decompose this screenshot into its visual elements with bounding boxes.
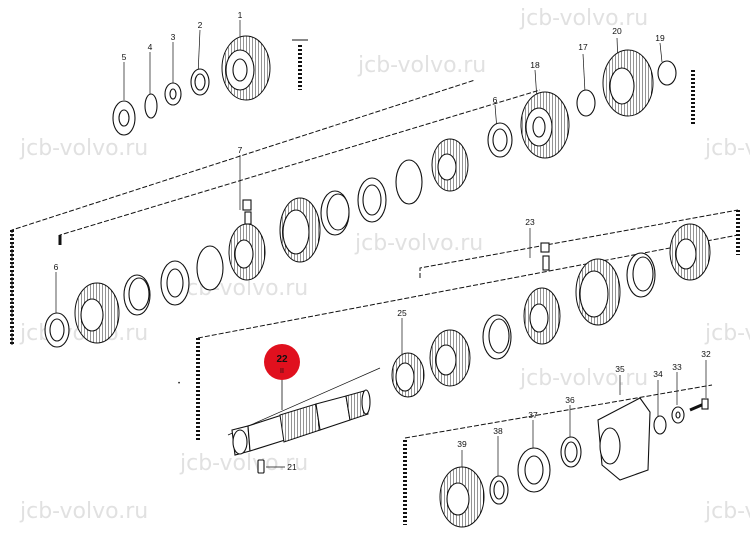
part-flange-35 (597, 397, 651, 481)
part-washer-33 (671, 406, 685, 424)
watermark-text: jcb-volvo.ru (19, 499, 148, 524)
part-washer-6a (44, 312, 70, 348)
callout-38: 38 (493, 426, 503, 436)
part-bearing-5 (112, 100, 136, 136)
dot-mark: • (178, 381, 180, 387)
callout-32: 32 (701, 349, 711, 359)
part-pin-21 (257, 459, 265, 474)
watermark-text: jcb-volvo.ru (519, 366, 648, 391)
part-gear-1 (221, 35, 271, 101)
part-sleeve-row7 (279, 197, 321, 263)
part-washer-6b (487, 122, 513, 158)
callout-7: 7 (238, 145, 243, 155)
part-washer-3 (164, 82, 182, 106)
part-hub-row23 (523, 242, 561, 345)
highlight-sub: II (280, 368, 284, 375)
part-mainshaft-22 (231, 389, 371, 456)
part-sync-ring-row7-6 (395, 159, 423, 205)
highlight-badge (264, 344, 300, 380)
callout-25: 25 (397, 308, 407, 318)
part-seal-36 (560, 436, 582, 468)
callout-1: 1 (238, 10, 243, 20)
part-circlip-4 (144, 93, 158, 119)
watermark-layer: jcb-volvo.ru jcb-volvo.ru jcb-volvo.ru j… (19, 6, 750, 524)
callout-36: 36 (565, 395, 575, 405)
group-bracket-23 (196, 209, 740, 440)
watermark-text: jcb-volvo.ru (179, 451, 308, 476)
callout-3: 3 (171, 32, 176, 42)
highlight-callout-22[interactable]: 22 II (264, 344, 300, 410)
watermark-text: jcb-volvo.ru (357, 53, 486, 78)
callout-5: 5 (122, 52, 127, 62)
part-gear-row23-2 (669, 223, 711, 281)
callout-labels: 1 2 3 4 5 6 7 17 18 19 20 6 23 25 21 32 … (54, 10, 711, 472)
callout-21: 21 (287, 462, 297, 472)
highlight-label: 22 (276, 354, 288, 365)
callout-6b: 6 (54, 262, 59, 272)
watermark-text: jcb-volvo.ru (354, 231, 483, 256)
callout-37: 37 (528, 410, 538, 420)
part-gear-18 (520, 91, 570, 159)
callout-6: 6 (493, 95, 498, 105)
callout-33: 33 (672, 362, 682, 372)
part-sync-ring-row7-1 (123, 274, 151, 316)
part-bearing-37 (517, 447, 551, 493)
watermark-text: jcb-volvo.ru (519, 6, 648, 31)
callout-23: 23 (525, 217, 535, 227)
part-sync-ring-row7-5 (357, 177, 387, 223)
part-ring-2 (190, 68, 210, 96)
part-gear-row7-1 (74, 282, 120, 344)
watermark-text: jcb-volvo.ru (704, 136, 750, 161)
group-bracket-bottom (403, 384, 713, 525)
group-bracket-7 (10, 79, 541, 345)
callout-20: 20 (612, 26, 622, 36)
watermark-text: jcb-volvo.ru (19, 136, 148, 161)
part-circlip-19 (657, 60, 677, 86)
callout-39: 39 (457, 439, 467, 449)
part-gear-25 (391, 352, 425, 398)
part-sync-ring-row23-1 (482, 314, 512, 360)
part-washer-38 (489, 475, 509, 505)
callout-35: 35 (615, 364, 625, 374)
callout-18: 18 (530, 60, 540, 70)
part-gear-39 (439, 466, 485, 528)
part-gear-row7-2 (431, 138, 469, 192)
watermark-text: jcb-volvo.ru (704, 499, 750, 524)
callout-17: 17 (578, 42, 588, 52)
part-hub-row7 (228, 199, 266, 281)
part-bolt-32 (689, 398, 709, 412)
part-sync-ring-row7-4 (320, 190, 350, 236)
part-gear-row23-1 (429, 329, 471, 387)
callout-19: 19 (655, 33, 665, 43)
callout-2: 2 (198, 20, 203, 30)
part-sync-ring-row7-3 (196, 245, 224, 291)
watermark-text: jcb-volvo.ru (704, 321, 750, 346)
part-sync-ring-row7-2 (160, 260, 190, 306)
part-ring-34 (653, 415, 667, 435)
part-sync-ring-row23-2 (626, 252, 656, 298)
part-sleeve-row23 (575, 258, 621, 326)
callout-4: 4 (148, 42, 153, 52)
group-bracket-top (292, 39, 695, 125)
part-ring-17 (576, 89, 596, 117)
callout-34: 34 (653, 369, 663, 379)
part-gear-20 (602, 49, 654, 117)
